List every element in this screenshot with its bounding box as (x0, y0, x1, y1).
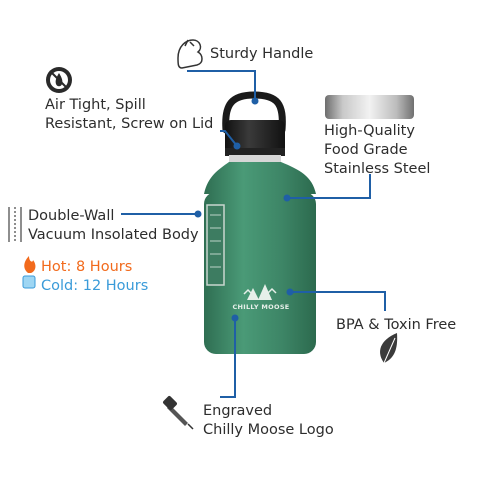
handle-callout-line (187, 70, 256, 101)
handle-callout: Sturdy Handle (210, 45, 313, 64)
steel-callout-line (287, 174, 371, 199)
bottle-shoulder (204, 162, 316, 194)
insulation-callout-line1: Double-Wall (28, 208, 115, 224)
brand-logo-text: CHILLY MOOSE (232, 303, 290, 311)
no-spill-icon (46, 67, 72, 93)
lid-callout-line1: Air Tight, Spill (45, 97, 146, 113)
logo-callout: Engraved Chilly Moose Logo (203, 402, 334, 440)
lid-callout-line (220, 130, 238, 147)
handle-callout-text: Sturdy Handle (210, 46, 314, 62)
insulation-callout-line2: Vacuum Insolated Body (28, 227, 199, 243)
lid-callout-line2: Resistant, Screw on Lid (45, 116, 214, 132)
bpa-callout: BPA & Toxin Free (336, 316, 456, 335)
bpa-callout-line (290, 291, 386, 311)
steel-callout-line3: Stainless Steel (324, 161, 431, 177)
insulation-window (206, 204, 225, 286)
bottle-neck-ring (229, 155, 281, 164)
chilly-moose-engraved-logo (243, 284, 277, 300)
lid-callout: Air Tight, Spill Resistant, Screw on Lid (45, 96, 213, 134)
steel-bar-icon (325, 95, 414, 119)
steel-callout: High-Quality Food Grade Stainless Steel (324, 122, 430, 179)
callout-lines (121, 70, 386, 398)
steel-callout-line2: Food Grade (324, 142, 408, 158)
double-wall-icon (8, 207, 22, 242)
logo-callout-line (220, 318, 236, 398)
logo-callout-line2: Chilly Moose Logo (203, 422, 334, 438)
leaf-icon (380, 333, 398, 364)
ice-icon (22, 275, 36, 289)
fire-icon (24, 256, 36, 273)
engraver-pen-icon (163, 396, 194, 430)
hot-duration-text: Hot: 8 Hours (41, 259, 133, 275)
temperature-callout: Hot: 8 Hours Cold: 12 Hours (41, 258, 148, 296)
cold-duration-text: Cold: 12 Hours (41, 278, 149, 294)
logo-callout-line1: Engraved (203, 403, 273, 419)
bpa-callout-text: BPA & Toxin Free (336, 317, 457, 333)
bottle-body (204, 192, 316, 354)
insulation-callout: Double-Wall Vacuum Insolated Body (28, 207, 199, 245)
steel-callout-line1: High-Quality (324, 123, 415, 139)
flexed-arm-icon (177, 39, 203, 69)
